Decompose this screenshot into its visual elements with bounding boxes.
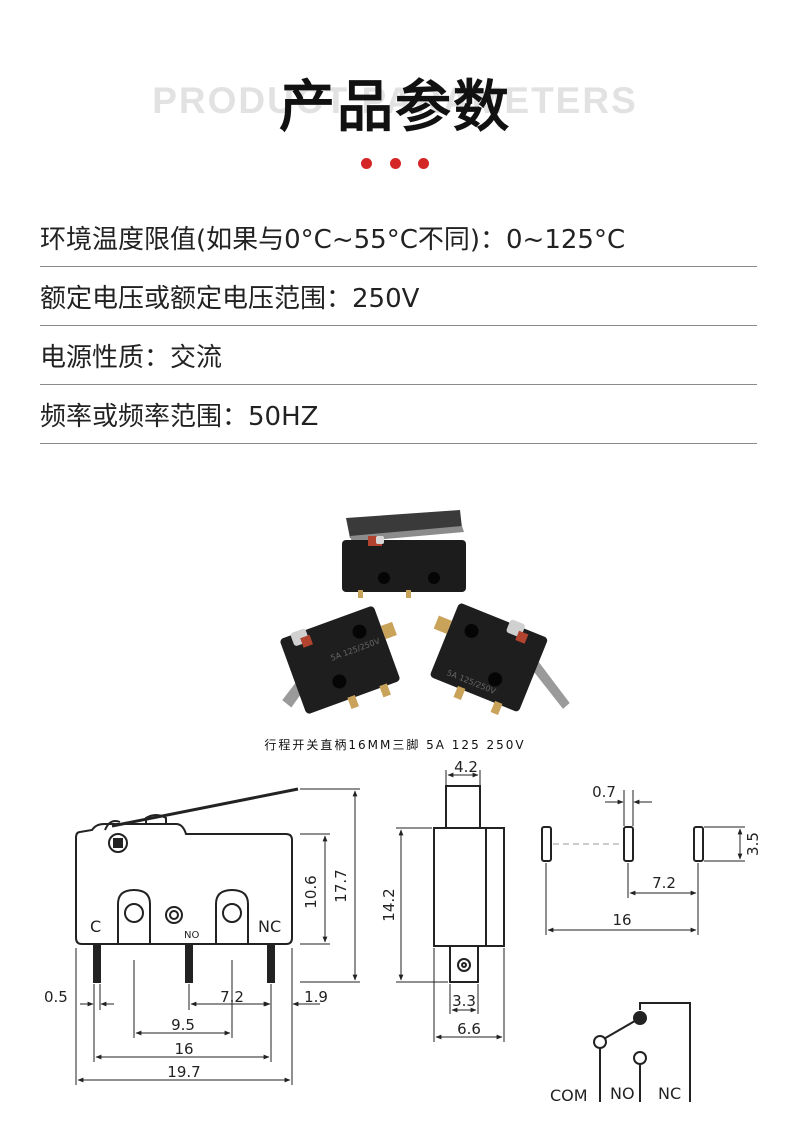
header-watermark: PRODUCT PARAMETERS [152, 80, 638, 121]
dim-front-hole-spacing: 9.5 [171, 1016, 195, 1034]
dot-icon [361, 158, 372, 169]
dim-front-height-body: 10.6 [302, 875, 320, 908]
pinout-dimension-lines [545, 790, 745, 935]
page-title: 产品参数 [279, 75, 511, 140]
dim-front-pin-offset: 1.9 [304, 988, 328, 1006]
switch-top-image [342, 510, 466, 598]
pin-label-com: C [90, 917, 101, 936]
dim-front-pin-spacing: 7.2 [220, 988, 244, 1006]
front-view [75, 787, 299, 983]
pinout-view [541, 826, 704, 862]
dot-icon [418, 158, 429, 169]
product-caption: 行程开关直柄16MM三脚 5A 125 250V [264, 738, 526, 752]
pin-label-nc: NC [258, 917, 281, 936]
side-dimension-lines [396, 770, 505, 1042]
dim-side-body-width: 6.6 [457, 1020, 481, 1038]
param-frequency: 频率或频率范围：50HZ [40, 385, 757, 444]
dim-side-top-width: 4.2 [454, 758, 478, 776]
dot-icon [390, 158, 401, 169]
dim-pinout-thickness: 0.7 [592, 783, 616, 801]
dimension-drawing: C NO NC 10.6 17.7 0.5 7 [44, 758, 762, 1105]
dim-front-body-length: 19.7 [167, 1063, 200, 1081]
schematic-label-nc: NC [658, 1084, 681, 1103]
product-photo: 5A 125/250V 5A 125/250V [280, 510, 570, 715]
parameter-list: 环境温度限值(如果与0°C~55°C不同)：0~125°C 额定电压或额定电压范… [40, 208, 757, 444]
switch-right-image: 5A 125/250V [430, 603, 570, 715]
section-header: PRODUCT PARAMETERS 产品参数 [0, 0, 790, 190]
dim-side-terminal-width: 3.3 [452, 992, 476, 1010]
dim-pinout-spacing: 7.2 [652, 874, 676, 892]
dim-front-pin-width: 0.5 [44, 988, 68, 1006]
pin-label-no: NO [184, 930, 199, 941]
param-power-type: 电源性质：交流 [40, 326, 757, 385]
dim-pinout-span: 16 [612, 911, 631, 929]
param-temperature: 环境温度限值(如果与0°C~55°C不同)：0~125°C [40, 208, 757, 267]
front-dimension-lines [75, 788, 360, 1085]
title-decoration-dots [361, 158, 431, 172]
switch-schematic [593, 1002, 691, 1102]
dim-pinout-length: 3.5 [744, 832, 762, 856]
dim-front-height-total: 17.7 [332, 869, 350, 902]
switch-left-image: 5A 125/250V [280, 606, 400, 714]
schematic-label-no: NO [610, 1084, 635, 1103]
param-voltage: 额定电压或额定电压范围：250V [40, 267, 757, 326]
dim-side-body-height: 14.2 [380, 888, 398, 921]
schematic-label-com: COM [550, 1086, 588, 1105]
dim-front-pin-span: 16 [174, 1040, 193, 1058]
side-view [433, 785, 505, 983]
